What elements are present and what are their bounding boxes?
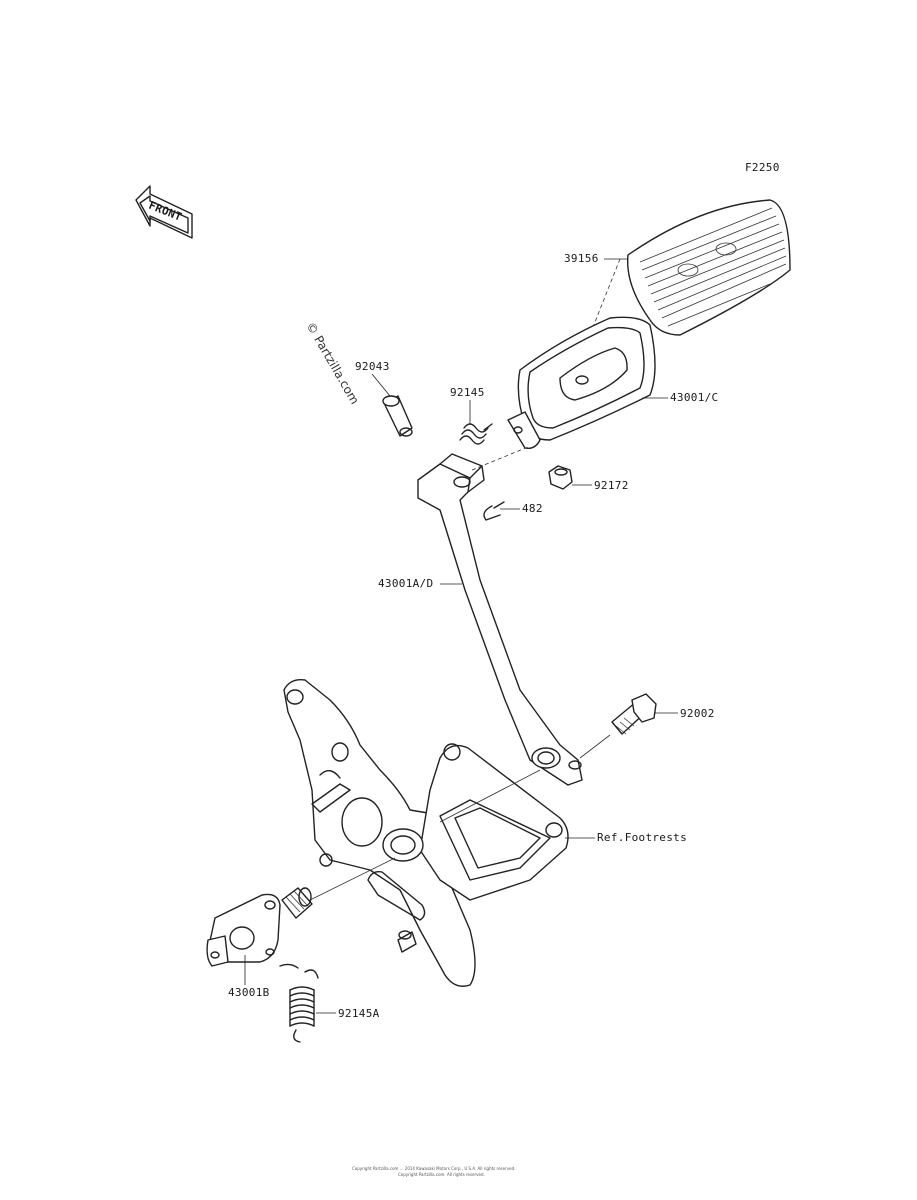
- label-43001c: 43001/C: [670, 391, 718, 404]
- nut-92172: [548, 465, 573, 490]
- label-43001ad: 43001A/D: [378, 577, 433, 590]
- footer-copyright-line2: Copyright Partzilla.com. All rights rese…: [398, 1172, 485, 1177]
- label-43001b: 43001B: [228, 986, 270, 999]
- footrest-rubber-39156: [626, 199, 791, 336]
- spring-92145a: [279, 963, 319, 1043]
- label-92145: 92145: [450, 386, 485, 399]
- frame-bracket-ref-footrests: [283, 679, 569, 987]
- label-92145a: 92145A: [338, 1007, 380, 1020]
- label-92172: 92172: [594, 479, 629, 492]
- label-92002: 92002: [680, 707, 715, 720]
- pedal-pad-43001c: [507, 316, 656, 450]
- front-arrow-icon: FRONT: [135, 185, 193, 239]
- label-39156: 39156: [564, 252, 599, 265]
- pedal-arm-43001ad: [417, 453, 583, 786]
- label-482: 482: [522, 502, 543, 515]
- bolt-92002: [611, 693, 657, 735]
- label-ref-footrests: Ref.Footrests: [597, 831, 687, 844]
- diagram-code: F2250: [745, 161, 780, 174]
- label-92043: 92043: [355, 360, 390, 373]
- watermark-text: © Partzilla.com: [303, 320, 361, 407]
- pin-92043: [382, 395, 413, 437]
- footer-copyright-line1: Copyright Partzilla.com ... 2014 Kawasak…: [352, 1166, 515, 1171]
- spring-92145: [459, 423, 493, 445]
- lever-43001b: [206, 887, 313, 967]
- cotter-pin-482: [483, 501, 505, 521]
